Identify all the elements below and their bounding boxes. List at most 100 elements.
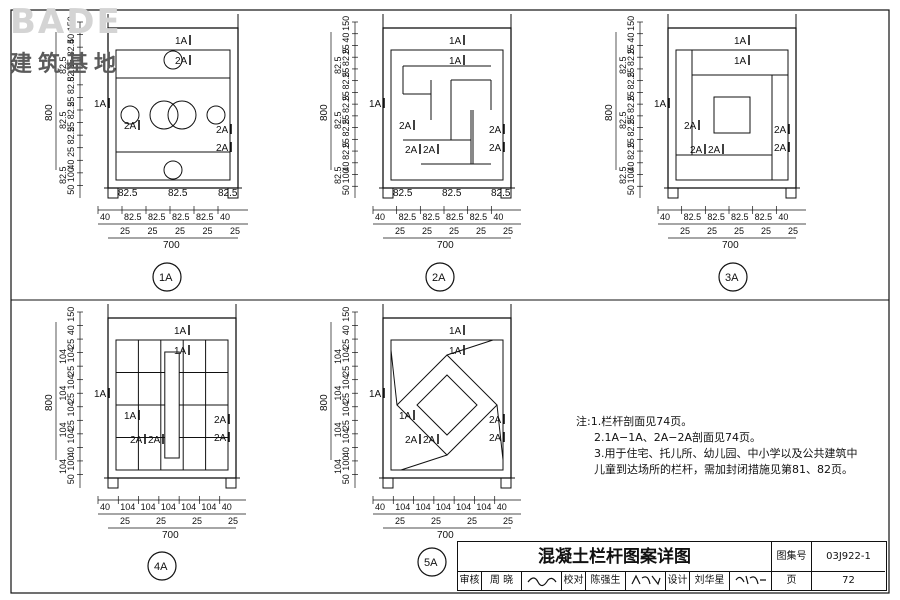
dim-label-mid: 104 <box>333 459 343 474</box>
pattern-label-circle <box>417 547 447 577</box>
dim-label-small: 25 <box>156 516 166 526</box>
dim-label-vertical: 104 <box>341 374 351 389</box>
dim-label-vertical: 40 <box>341 447 351 457</box>
note-item-1: 1.栏杆剖面见74页。 <box>590 415 693 428</box>
dim-label-vertical: 104 <box>341 347 351 362</box>
section-mark-1a: 1A <box>174 346 187 357</box>
dim-label-vertical: 82.5 <box>66 77 76 95</box>
section-mark-1a: 1A <box>734 36 747 47</box>
dim-label-small: 25 <box>680 226 690 236</box>
brand-logo: BADE <box>10 2 122 42</box>
dim-label-horizontal: 40 <box>660 212 670 222</box>
dim-label-horizontal: 104 <box>436 502 451 512</box>
panel-outline <box>107 27 239 189</box>
base-post <box>107 477 119 489</box>
dim-label-mid: 82.5 <box>333 166 343 184</box>
dim-label-top: 82.5 <box>491 188 511 199</box>
dim-label-horizontal: 40 <box>375 502 385 512</box>
dim-label-horizontal: 40 <box>497 502 507 512</box>
section-mark-1a: 1A <box>734 56 747 67</box>
base-post <box>382 477 394 489</box>
dim-label-horizontal: 40 <box>375 212 385 222</box>
dim-label-small: 25 <box>192 516 202 526</box>
dim-label-small: 25 <box>422 226 432 236</box>
reviewer-name: 周 晓 <box>482 572 522 590</box>
dim-label-vertical: 82.5 <box>66 39 76 57</box>
dim-label-vertical: 82.5 <box>341 72 351 90</box>
panel-outline <box>382 317 512 479</box>
dim-label-vertical: 25 <box>626 115 636 125</box>
base-post <box>785 187 797 199</box>
section-mark-2a: 2A <box>214 433 227 444</box>
section-mark-1a: 1A <box>94 99 107 110</box>
dim-label-vertical: 82.5 <box>341 142 351 160</box>
dim-label-horizontal: 40 <box>100 502 110 512</box>
section-mark-2a: 2A <box>399 121 412 132</box>
dim-label-vertical: 25 <box>66 59 76 69</box>
dim-label-horizontal: 82.5 <box>399 212 417 222</box>
dim-total-width: 700 <box>163 240 180 251</box>
dim-label-horizontal: 82.5 <box>446 212 464 222</box>
dim-label-vertical: 100 <box>341 456 351 471</box>
dim-label-horizontal: 40 <box>222 502 232 512</box>
panel-inner-frame <box>675 49 789 181</box>
dim-label-vertical: 25 <box>66 122 76 132</box>
base-post <box>107 187 119 199</box>
dim-label-top: 82.5 <box>118 188 138 199</box>
dim-label-horizontal: 104 <box>416 502 431 512</box>
pattern-lobe <box>163 50 183 70</box>
check-label: 校对 <box>562 572 586 590</box>
dim-label-mid: 82.5 <box>333 56 343 74</box>
dim-label-horizontal: 40 <box>778 212 788 222</box>
checker-signature <box>626 572 666 590</box>
pattern-line <box>390 349 398 406</box>
dim-total-width: 700 <box>162 530 179 541</box>
pattern-lobe <box>120 105 140 125</box>
dim-label-horizontal: 82.5 <box>124 212 142 222</box>
note-item-3: 3.用于住宅、托儿所、幼儿园、中小学以及公共建筑中 <box>594 447 858 460</box>
dim-label-vertical: 25 <box>66 147 76 157</box>
sheet-border <box>10 9 890 594</box>
dim-label-vertical: 150 <box>626 16 636 31</box>
dim-label-vertical: 25 <box>66 339 76 349</box>
dim-total-height: 800 <box>319 394 330 411</box>
dim-label-horizontal: 82.5 <box>755 212 773 222</box>
section-mark-1a: 1A <box>94 389 107 400</box>
section-mark-2a: 2A <box>216 125 229 136</box>
dim-label-vertical: 82.5 <box>341 49 351 67</box>
dim-label-vertical: 25 <box>66 393 76 403</box>
dim-label-mid: 104 <box>333 386 343 401</box>
dim-label-horizontal: 104 <box>120 502 135 512</box>
designer-signature <box>730 572 772 590</box>
base-post <box>227 187 239 199</box>
dim-label-vertical: 25 <box>66 366 76 376</box>
dim-label-small: 25 <box>788 226 798 236</box>
dim-label-vertical: 150 <box>341 307 351 322</box>
dim-label-vertical: 40 <box>66 325 76 335</box>
dim-label-horizontal: 104 <box>395 502 410 512</box>
dim-label-vertical: 25 <box>341 138 351 148</box>
pattern-square <box>691 74 773 156</box>
brand-logo-subtitle: 建筑基地 <box>10 52 123 77</box>
dim-label-vertical: 40 <box>66 160 76 170</box>
set-number: 03J922-1 <box>812 542 885 572</box>
dim-label-top: 82.5 <box>218 188 238 199</box>
dim-label-mid: 82.5 <box>618 111 628 129</box>
dim-label-vertical: 82.5 <box>626 119 636 137</box>
pattern-line <box>446 339 494 356</box>
pattern-lobe <box>163 160 183 180</box>
dim-label-horizontal: 104 <box>456 502 471 512</box>
checker-name: 陈强生 <box>586 572 626 590</box>
section-mark-1a: 1A <box>449 56 462 67</box>
dim-label-horizontal: 82.5 <box>731 212 749 222</box>
dim-label-horizontal: 104 <box>181 502 196 512</box>
set-number-label: 图集号 <box>772 542 812 572</box>
pattern-diamond <box>416 374 478 436</box>
panel-outline <box>667 27 797 189</box>
dim-label-horizontal: 104 <box>161 502 176 512</box>
dim-label-vertical: 40 <box>626 162 636 172</box>
section-mark-1a: 1A <box>369 99 382 110</box>
